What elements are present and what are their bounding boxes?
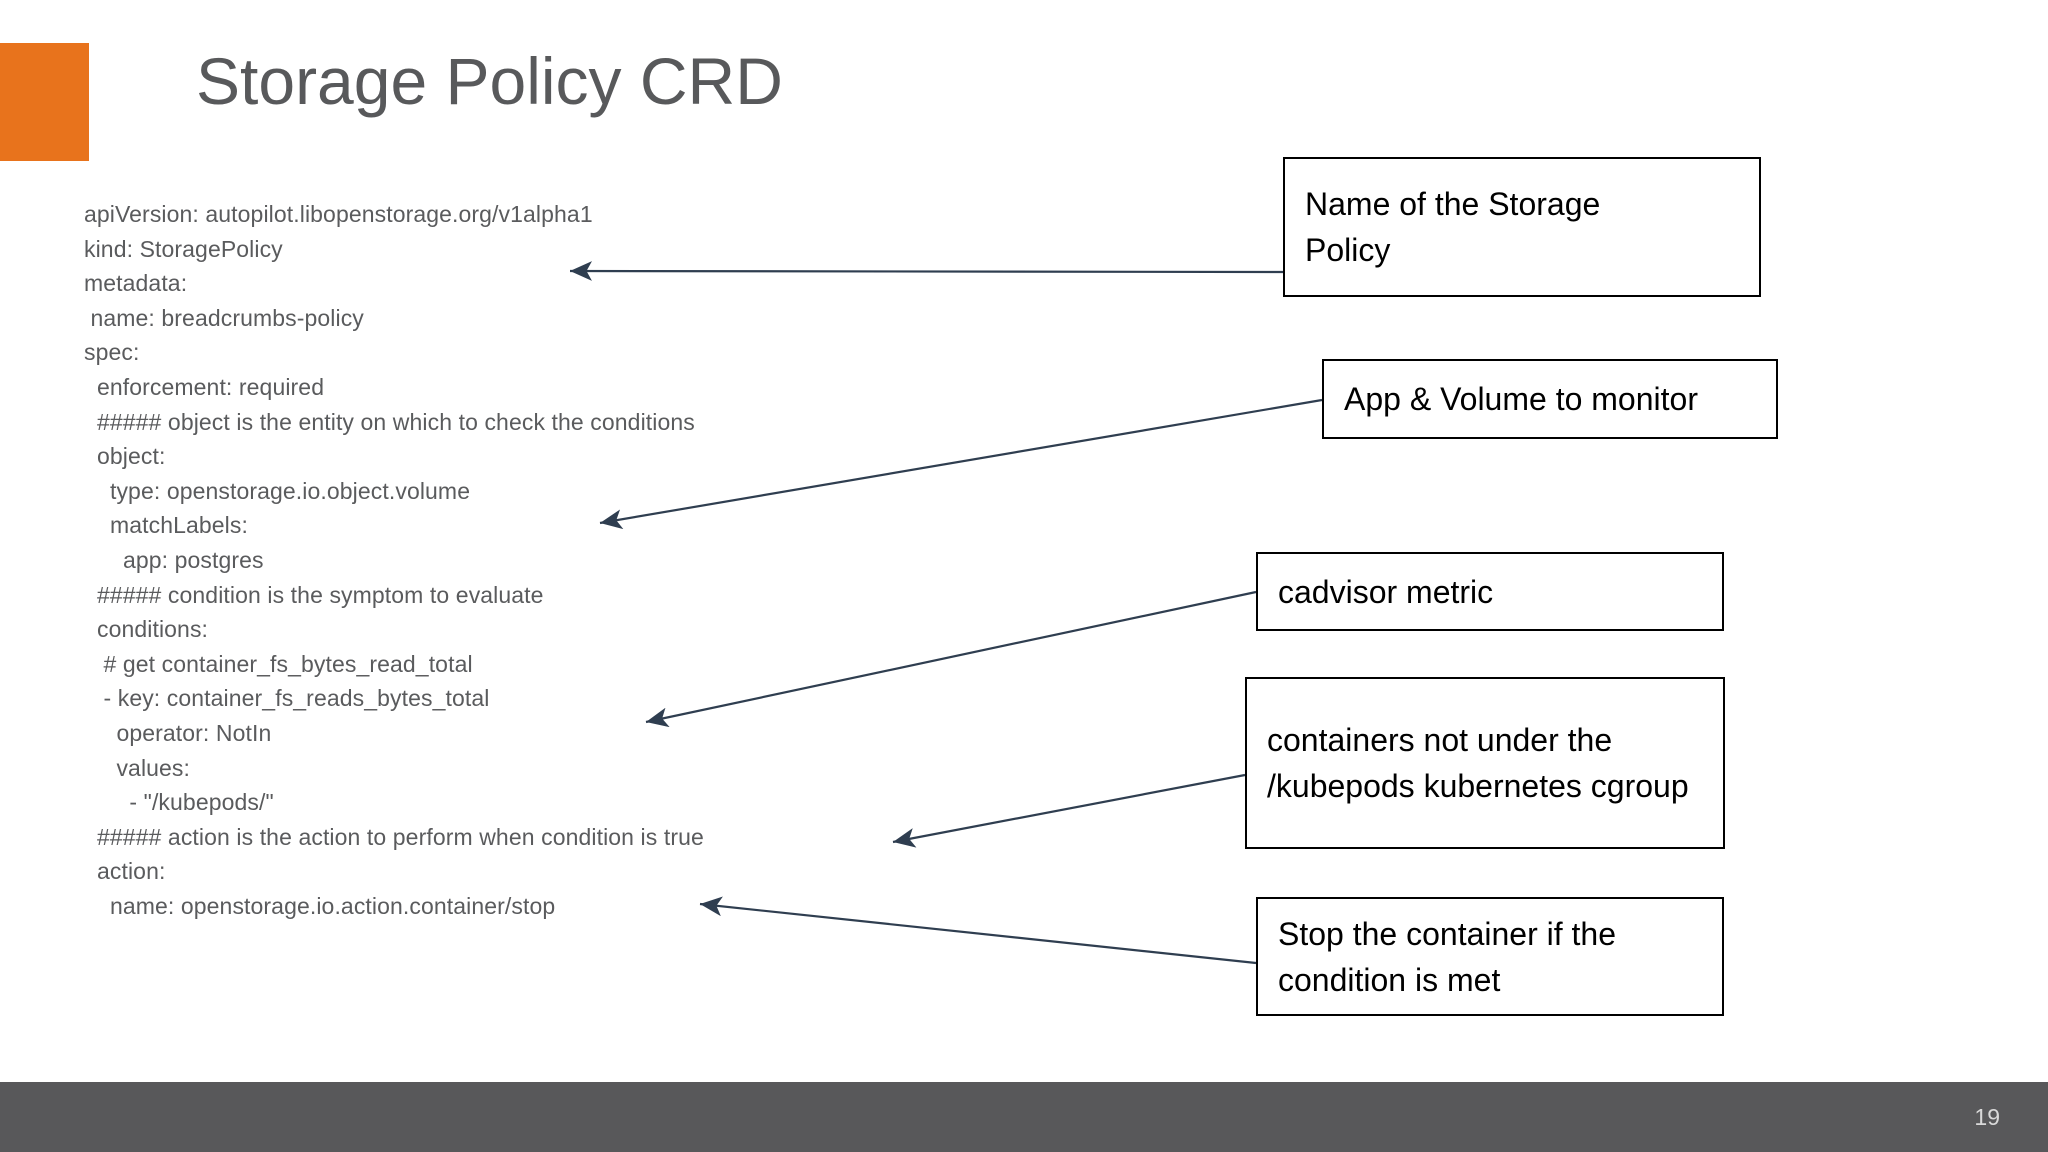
yaml-line: ##### action is the action to perform wh…	[84, 823, 704, 850]
yaml-line: - key: container_fs_reads_bytes_total	[84, 685, 490, 712]
callout-text: App & Volume to monitor	[1344, 381, 1698, 417]
yaml-line: type: openstorage.io.object.volume	[84, 477, 471, 504]
yaml-line: enforcement: required	[84, 373, 325, 400]
yaml-line: name: breadcrumbs-policy	[84, 304, 364, 331]
callout-stop-container: Stop the container if the condition is m…	[1256, 897, 1724, 1016]
yaml-line: # get container_fs_bytes_read_total	[84, 650, 473, 677]
yaml-line: conditions:	[84, 616, 209, 643]
callout-containers-cgroup: containers not under the /kubepods kuber…	[1245, 677, 1725, 849]
yaml-line: ##### condition is the symptom to evalua…	[84, 581, 544, 608]
yaml-line: ##### object is the entity on which to c…	[84, 408, 695, 435]
yaml-code-block: apiVersion: autopilot.libopenstorage.org…	[84, 197, 1004, 923]
yaml-line: action:	[84, 858, 166, 885]
callout-text: cadvisor metric	[1278, 573, 1494, 610]
yaml-line: name: openstorage.io.action.container/st…	[84, 892, 556, 919]
yaml-line: app: postgres	[84, 546, 264, 573]
yaml-line: metadata:	[84, 270, 188, 297]
callout-text: Stop the container if the condition is m…	[1278, 915, 1616, 998]
callout-text: Name of the Storage Policy	[1305, 186, 1601, 268]
callout-app-and-volume: App & Volume to monitor	[1322, 359, 1778, 439]
yaml-line: operator: NotIn	[84, 719, 272, 746]
yaml-line: object:	[84, 443, 166, 470]
yaml-line: apiVersion: autopilot.libopenstorage.org…	[84, 201, 593, 227]
yaml-line: matchLabels:	[84, 512, 248, 539]
page-number: 19	[1974, 1104, 2000, 1130]
callout-text: containers not under the /kubepods kuber…	[1267, 722, 1689, 804]
callout-name-of-policy: Name of the Storage Policy	[1283, 157, 1761, 297]
page-title: Storage Policy CRD	[196, 44, 783, 118]
yaml-line: - "/kubepods/"	[84, 789, 274, 816]
yaml-line: values:	[84, 754, 191, 781]
footer-bar	[0, 1082, 2048, 1152]
callout-cadvisor-metric: cadvisor metric	[1256, 552, 1724, 631]
yaml-line: spec:	[84, 339, 140, 366]
orange-accent-block	[0, 43, 89, 161]
yaml-line: kind: StoragePolicy	[84, 235, 283, 262]
